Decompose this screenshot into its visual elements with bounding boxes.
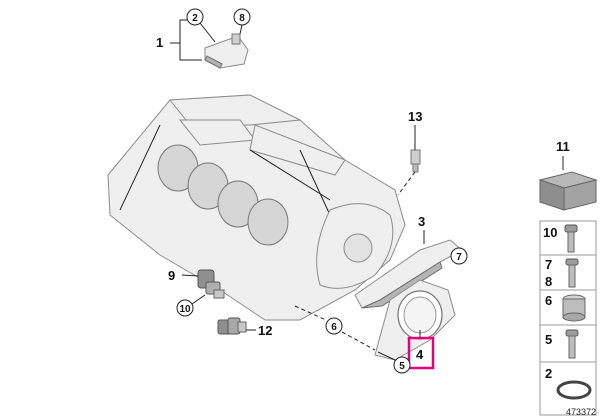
callout-10: 10: [179, 304, 191, 315]
o-ring-icon: [556, 380, 592, 400]
side-row-8: 8: [545, 274, 552, 289]
side-row-5: 5: [545, 332, 552, 347]
stud-bolt-icon: [565, 258, 579, 288]
screw-icon: [565, 329, 579, 359]
sensor-9: [197, 269, 225, 299]
sensor-12: [217, 317, 247, 335]
bolt-icon: [564, 224, 578, 253]
highlight-box-4: [407, 336, 435, 370]
side-row-7: 7: [545, 257, 552, 272]
sensor-13: [410, 149, 421, 173]
top-bracket: [204, 33, 249, 69]
callout-6: 6: [331, 322, 337, 333]
callout-8: 8: [239, 13, 245, 24]
reference-code: 473372: [566, 407, 596, 417]
rear-cover-4: [374, 279, 456, 361]
callout-4: 4: [416, 347, 424, 362]
cylinder-bore: [247, 198, 289, 246]
side-row-6: 6: [545, 293, 552, 308]
callout-9: 9: [168, 268, 175, 283]
bushing-icon: [562, 294, 586, 322]
callout-13: 13: [408, 109, 422, 124]
side-row-2: 2: [545, 366, 552, 381]
callout-2: 2: [192, 13, 198, 24]
side-callout-11: 11: [556, 139, 570, 154]
callout-1: 1: [156, 35, 163, 50]
callout-5: 5: [399, 361, 405, 372]
callout-7: 7: [456, 252, 462, 263]
side-row-10: 10: [543, 225, 557, 240]
part-11-block: [538, 171, 598, 211]
engine-block: [107, 94, 406, 321]
callout-3: 3: [418, 214, 425, 229]
callout-12: 12: [258, 323, 272, 338]
side-panel: 11 10 7 8 6 5: [538, 139, 598, 416]
